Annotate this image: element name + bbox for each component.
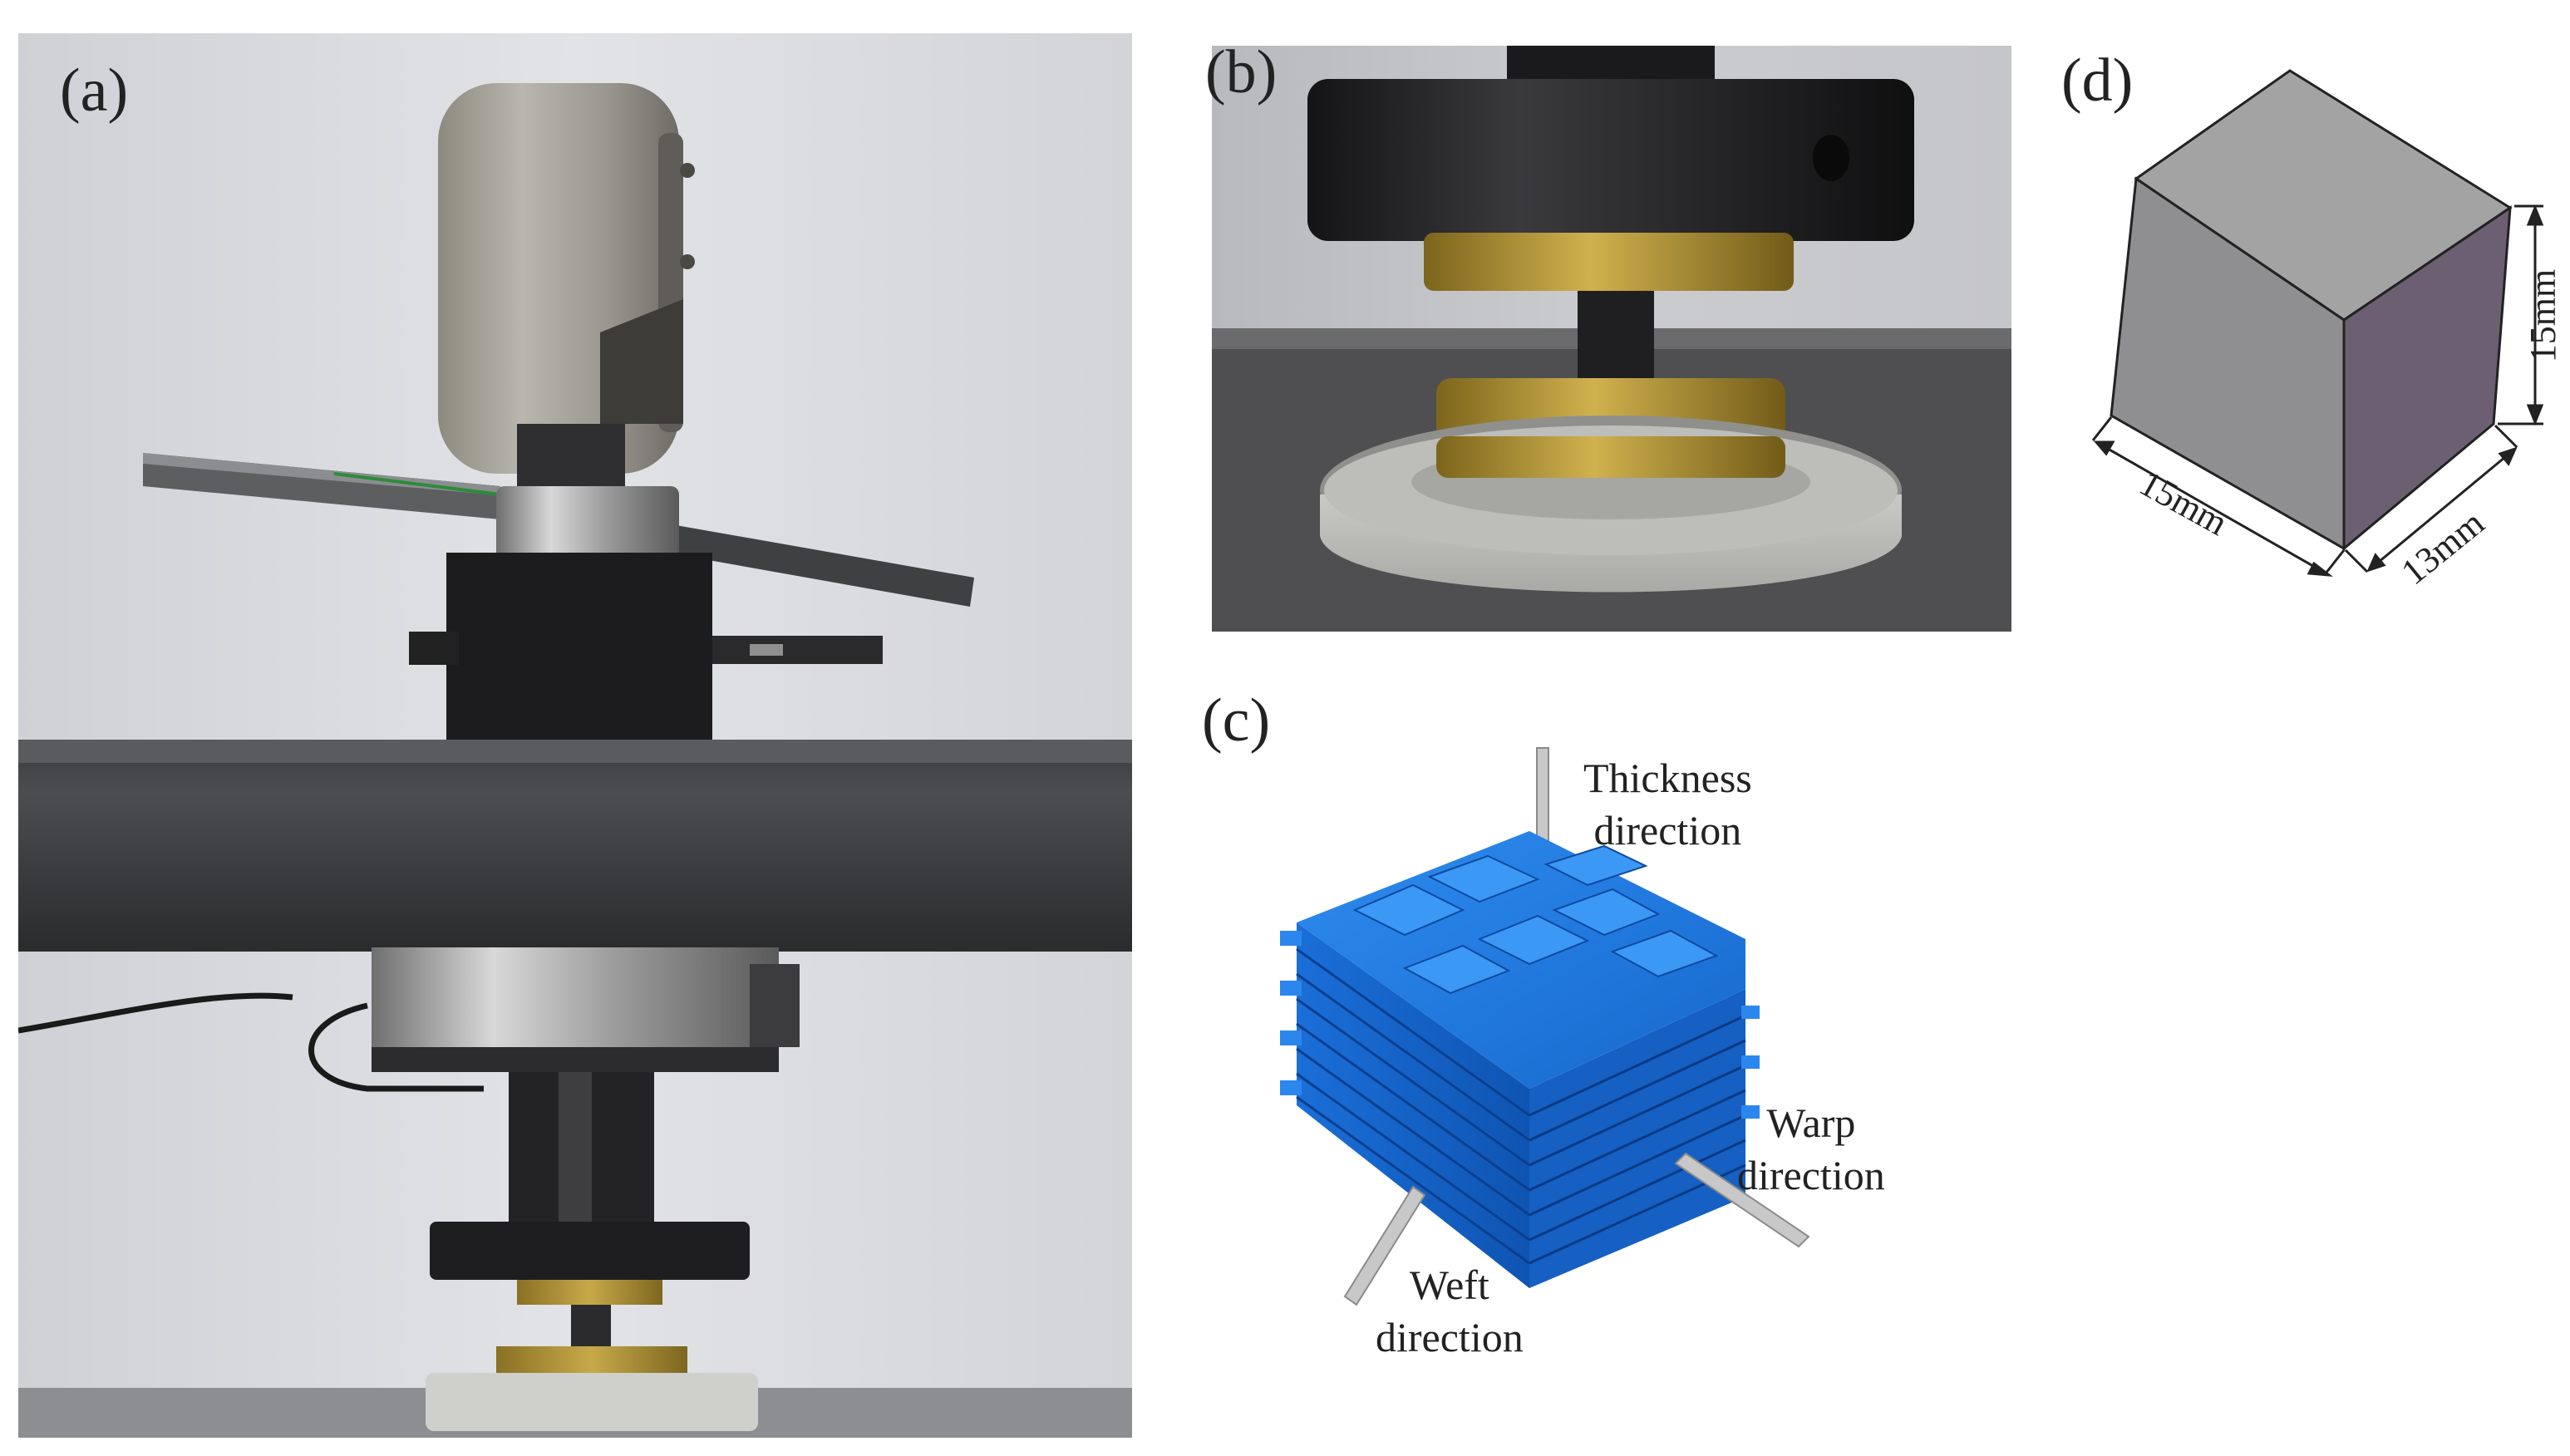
woven-fabric-stack — [1280, 831, 1760, 1288]
panel-d-label: (d) — [2061, 47, 2134, 115]
panel-c-fabric-diagram — [1280, 747, 1810, 1306]
warp-label-line1: Warp — [1766, 1099, 1856, 1146]
weft-label-line2: direction — [1376, 1313, 1524, 1360]
weft-direction-label: Weft direction — [1376, 1259, 1524, 1363]
height-dimension — [2498, 204, 2544, 426]
panel-b-label: (b) — [1205, 38, 1278, 106]
warp-direction-rod — [1674, 1152, 1810, 1248]
panel-a-label: (a) — [60, 57, 129, 125]
warp-label-line2: direction — [1737, 1151, 1885, 1198]
thickness-label-line2: direction — [1593, 806, 1742, 853]
depth-dim-text: 13mm — [2394, 502, 2492, 593]
depth-dimension — [2344, 424, 2518, 573]
panel-d-specimen-cube: 15mm 15mm 13mm — [2091, 69, 2563, 593]
cube-side-face — [2342, 205, 2512, 552]
thickness-direction-label: Thickness direction — [1583, 752, 1752, 856]
width-dimension — [2091, 416, 2346, 577]
weft-label-line1: Weft — [1409, 1262, 1489, 1308]
height-dim-text: 15mm — [2523, 269, 2563, 362]
panel-c-label: (c) — [1202, 686, 1271, 755]
panel-b-photo — [1212, 46, 2011, 632]
panel-a-photo — [18, 33, 1132, 1438]
weft-direction-rod — [1343, 1185, 1426, 1306]
thickness-label-line1: Thickness — [1583, 755, 1752, 801]
warp-direction-label: Warp direction — [1737, 1097, 1885, 1201]
